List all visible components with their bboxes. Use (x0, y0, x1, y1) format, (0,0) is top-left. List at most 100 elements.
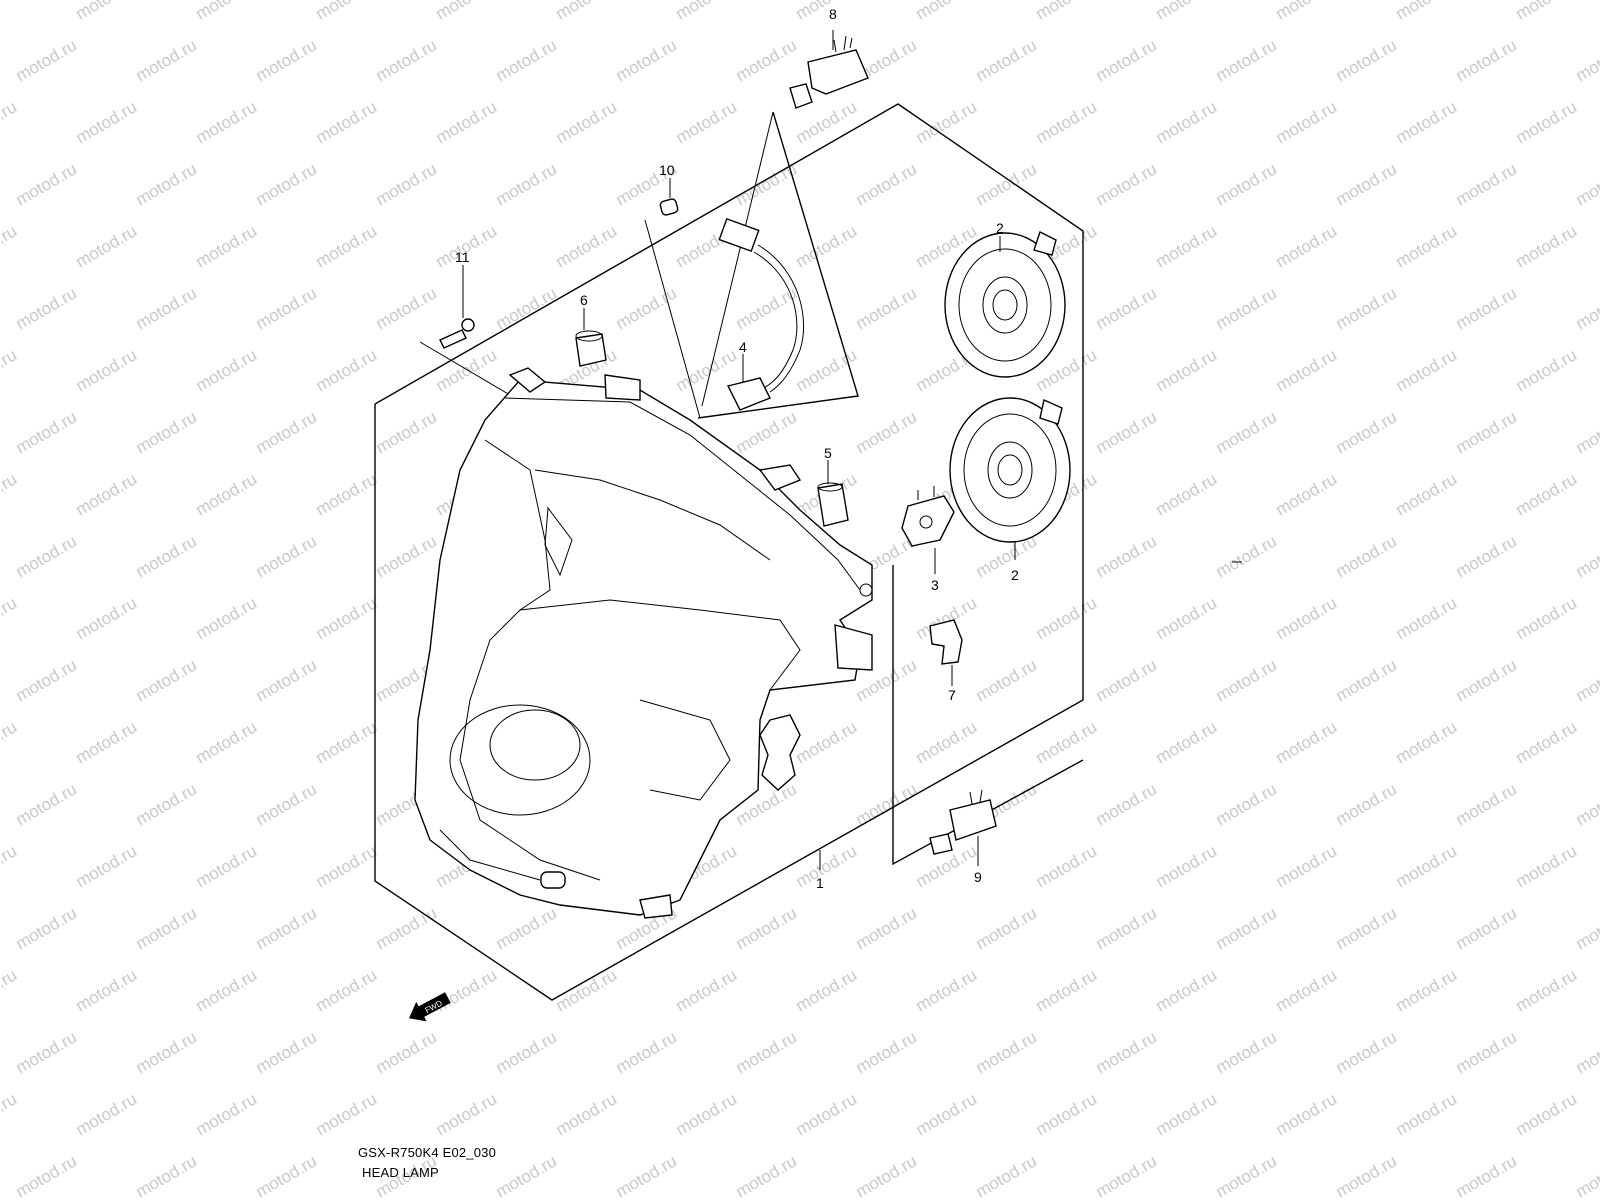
callout-1: 1 (816, 875, 824, 891)
watermark-text: motod.ru (1093, 35, 1161, 85)
watermark-text: motod.ru (973, 35, 1041, 85)
watermark-text: motod.ru (673, 97, 741, 147)
callout-leaders (462, 30, 1016, 870)
watermark-text: motod.ru (1273, 717, 1341, 767)
watermark-text: motod.ru (973, 159, 1041, 209)
watermark-text: motod.ru (1453, 903, 1521, 953)
watermark-text: motod.ru (1273, 221, 1341, 271)
watermark-text: motod.ru (1513, 841, 1581, 891)
callout-3: 3 (931, 577, 939, 593)
watermark-text: motod.ru (433, 97, 501, 147)
watermark-text: motod.ru (73, 1089, 141, 1139)
watermark-text: motod.ru (193, 0, 261, 23)
watermark-text: motod.ru (0, 965, 20, 1015)
watermark-text: motod.ru (1273, 345, 1341, 395)
watermark-text: motod.ru (853, 283, 921, 333)
watermark-text: motod.ru (1213, 35, 1281, 85)
watermark-text: motod.ru (1213, 655, 1281, 705)
watermark-text: motod.ru (13, 779, 81, 829)
watermark-text: motod.ru (0, 0, 20, 23)
watermark-text: motod.ru (73, 345, 141, 395)
watermark-text: motod.ru (493, 1027, 561, 1077)
watermark-text: motod.ru (193, 1089, 261, 1139)
watermark-text: motod.ru (193, 841, 261, 891)
watermark-text: motod.ru (1393, 593, 1461, 643)
watermark-text: motod.ru (0, 841, 20, 891)
watermark-text: motod.ru (313, 1089, 381, 1139)
watermark-text: motod.ru (1573, 903, 1600, 953)
callout-2-lower: 2 (1011, 567, 1019, 583)
watermark-text: motod.ru (133, 779, 201, 829)
watermark-text: motod.ru (1453, 655, 1521, 705)
watermark-text: motod.ru (433, 965, 501, 1015)
watermark-text: motod.ru (0, 221, 20, 271)
frame-outline (374, 103, 1084, 1001)
watermark-text: motod.ru (1573, 779, 1600, 829)
watermark-text: motod.ru (1213, 1027, 1281, 1077)
watermark-text: motod.ru (1213, 531, 1281, 581)
watermark-text: motod.ru (913, 0, 981, 23)
watermark-text: motod.ru (1153, 469, 1221, 519)
watermark-text: motod.ru (493, 1151, 561, 1200)
watermark-text: motod.ru (1333, 1151, 1401, 1200)
watermark-text: motod.ru (193, 345, 261, 395)
watermark-text: motod.ru (673, 1089, 741, 1139)
watermark-text: motod.ru (1333, 35, 1401, 85)
watermark-text: motod.ru (13, 1151, 81, 1200)
watermark-text: motod.ru (1333, 283, 1401, 333)
watermark-text: motod.ru (853, 1151, 921, 1200)
watermark-text: motod.ru (1213, 283, 1281, 333)
watermark-text: motod.ru (733, 35, 801, 85)
watermark-text: motod.ru (313, 965, 381, 1015)
watermark-text: motod.ru (1453, 1027, 1521, 1077)
watermark-text: motod.ru (493, 35, 561, 85)
watermark-text: motod.ru (793, 0, 861, 23)
watermark-text: motod.ru (73, 221, 141, 271)
watermark-text: motod.ru (313, 841, 381, 891)
watermark-text: motod.ru (373, 1027, 441, 1077)
watermark-text: motod.ru (1033, 1089, 1101, 1139)
watermark-text: motod.ru (1393, 717, 1461, 767)
headlamp-bulb (929, 789, 997, 855)
watermark-text: motod.ru (493, 903, 561, 953)
watermark-text: motod.ru (253, 1151, 321, 1200)
position-lamp-socket-harness (718, 217, 805, 411)
screw (439, 318, 475, 349)
watermark-text: motod.ru (13, 283, 81, 333)
watermark-text: motod.ru (253, 779, 321, 829)
watermark-text: motod.ru (1153, 593, 1221, 643)
watermark-text: motod.ru (1153, 965, 1221, 1015)
watermark-text: motod.ru (193, 221, 261, 271)
watermark-text: motod.ru (493, 283, 561, 333)
watermark-text: motod.ru (313, 345, 381, 395)
watermark-text: motod.ru (73, 841, 141, 891)
watermark-text: motod.ru (313, 593, 381, 643)
watermark-text: motod.ru (1093, 779, 1161, 829)
callout-8: 8 (829, 6, 837, 22)
callout-2-upper: 2 (996, 220, 1004, 236)
watermark-text: motod.ru (1213, 159, 1281, 209)
watermark-text: motod.ru (1513, 469, 1581, 519)
watermark-text: motod.ru (553, 221, 621, 271)
watermark-text: motod.ru (793, 221, 861, 271)
watermark-text: motod.ru (0, 1089, 20, 1139)
watermark-text: motod.ru (1513, 965, 1581, 1015)
watermark-text: motod.ru (1273, 0, 1341, 23)
callout-5: 5 (824, 445, 832, 461)
watermark-text: motod.ru (1573, 407, 1600, 457)
callout-11: 11 (455, 249, 470, 265)
watermark-text: motod.ru (1453, 35, 1521, 85)
bulb-socket (901, 486, 955, 547)
watermark-text: motod.ru (313, 469, 381, 519)
watermark-text: motod.ru (1093, 531, 1161, 581)
watermark-text: motod.ru (373, 531, 441, 581)
watermark-text: motod.ru (973, 1027, 1041, 1077)
watermark-text: motod.ru (253, 407, 321, 457)
watermark-text: motod.ru (853, 903, 921, 953)
callout-7: 7 (948, 687, 956, 703)
model-code-caption: GSX-R750K4 E02_030 (358, 1145, 497, 1160)
bulb-cover (944, 231, 1066, 378)
watermark-text: motod.ru (1393, 1089, 1461, 1139)
watermark-text: motod.ru (853, 407, 921, 457)
watermark-text: motod.ru (73, 965, 141, 1015)
